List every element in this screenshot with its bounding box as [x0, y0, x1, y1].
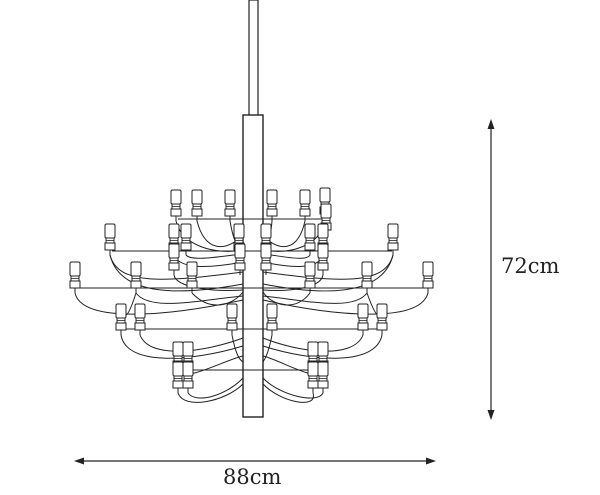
bulb-socket-23: [317, 243, 329, 275]
bulb-socket-22: [168, 243, 180, 275]
arm-wire-7: [109, 254, 244, 280]
central-tube: [242, 114, 264, 418]
bulb-socket-25: [260, 243, 272, 275]
bulb-socket-31: [376, 303, 388, 335]
arm-wire-11: [74, 292, 244, 315]
bulb-socket-29: [266, 303, 278, 335]
arm-wire-27: [262, 383, 314, 403]
bulb-socket-4: [266, 189, 278, 221]
arm-wire-10: [262, 254, 394, 292]
width-dimension-label: 88cm: [223, 465, 282, 489]
bulb-socket-37: [182, 361, 194, 393]
arm-wire-35: [185, 253, 244, 259]
dimension-arrows: [74, 119, 495, 465]
arm-wire-15: [191, 291, 244, 306]
bulb-socket-20: [186, 261, 198, 293]
arm-wire-17: [120, 334, 244, 359]
bulb-socket-27: [134, 303, 146, 335]
arm-wire-6: [262, 220, 326, 252]
bulb-socket-28: [226, 303, 238, 335]
arm-wire-31: [173, 254, 244, 267]
bulb-socket-21: [304, 261, 316, 293]
bulb-socket-36: [172, 361, 184, 393]
bulb-socket-9: [387, 223, 399, 255]
bulb-socket-18: [130, 261, 142, 293]
bulb-socket-30: [357, 303, 369, 335]
bulb-socket-16: [69, 261, 81, 293]
bulb-socket-38: [307, 361, 319, 393]
suspension-rod: [248, 0, 259, 117]
arm-wire-13: [135, 292, 244, 304]
width-dimension-arrow: [74, 457, 436, 465]
height-dimension-arrow: [487, 119, 495, 420]
arm-wire-8: [262, 254, 394, 280]
bulb-socket-11: [180, 223, 192, 255]
bulb-socket-5: [299, 189, 311, 221]
bulb-socket-2: [191, 189, 203, 221]
chandelier-bulbs: [69, 187, 434, 393]
arm-wire-25: [177, 383, 244, 403]
arm-wire-28: [262, 377, 324, 399]
bulb-socket-3: [224, 189, 236, 221]
bulb-socket-39: [317, 361, 329, 393]
chandelier-frame: [76, 0, 428, 418]
bulb-socket-1: [170, 189, 182, 221]
bulb-socket-14: [304, 223, 316, 255]
bulb-socket-17: [422, 261, 434, 293]
arm-wire-18: [262, 334, 383, 359]
bulb-socket-26: [115, 303, 127, 335]
arm-wire-14: [262, 292, 368, 304]
arm-wire-21: [231, 334, 244, 363]
bulb-socket-24: [234, 243, 246, 275]
arm-wire-26: [187, 377, 244, 399]
bulb-socket-19: [361, 261, 373, 293]
bulb-socket-8: [104, 223, 116, 255]
height-dimension-label: 72cm: [501, 254, 560, 278]
arm-wire-12: [262, 292, 429, 315]
arm-wire-16: [262, 291, 311, 306]
